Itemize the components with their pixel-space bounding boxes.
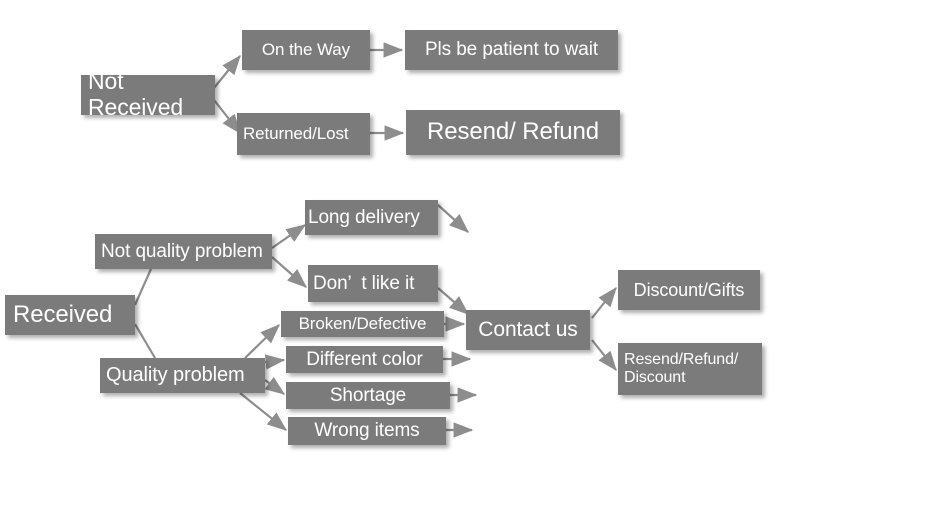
node-discount-gifts[interactable]: Discount/Gifts: [618, 270, 760, 310]
edge-not-received-to-on-the-way: [213, 54, 241, 89]
edge-quality-problem-to-shortage: [264, 376, 286, 395]
node-shortage[interactable]: Shortage: [286, 382, 450, 409]
node-received[interactable]: Received: [5, 295, 135, 335]
node-broken-defective[interactable]: Broken/Defective: [281, 311, 444, 337]
edge-received-to-quality-problem: [134, 323, 156, 359]
edge-long-delivery-to-contact-us: [437, 204, 469, 233]
edge-contact-us-to-discount-gifts: [591, 286, 617, 319]
node-long-delivery[interactable]: Long delivery: [305, 200, 438, 235]
node-not-quality-problem[interactable]: Not quality problem: [95, 234, 272, 269]
node-contact-us[interactable]: Contact us: [466, 310, 590, 350]
edge-received-to-not-quality-problem: [133, 268, 153, 306]
node-pls-be-patient[interactable]: Pls be patient to wait: [405, 30, 618, 70]
node-dont-like-it[interactable]: Don’ t like it: [308, 265, 438, 302]
node-returned-lost[interactable]: Returned/Lost: [237, 113, 370, 155]
node-quality-problem[interactable]: Quality problem: [100, 358, 265, 393]
node-on-the-way[interactable]: On the Way: [242, 30, 370, 70]
edge-not-quality-problem-to-long-delivery: [271, 224, 307, 249]
node-resend-refund[interactable]: Resend/ Refund: [406, 110, 620, 155]
edge-not-quality-problem-to-dont-like-it: [271, 256, 307, 288]
node-wrong-items[interactable]: Wrong items: [288, 417, 446, 445]
node-not-received[interactable]: Not Received: [81, 68, 215, 120]
edge-contact-us-to-resend-refund-discount: [591, 339, 617, 372]
edge-quality-problem-to-broken-defective: [244, 324, 280, 359]
edge-quality-problem-to-wrong-items: [239, 392, 288, 431]
node-resend-refund-discount[interactable]: Resend/Refund/ Discount: [618, 343, 762, 395]
node-different-color[interactable]: Different color: [286, 346, 443, 373]
edge-quality-problem-to-different-color: [264, 354, 286, 370]
